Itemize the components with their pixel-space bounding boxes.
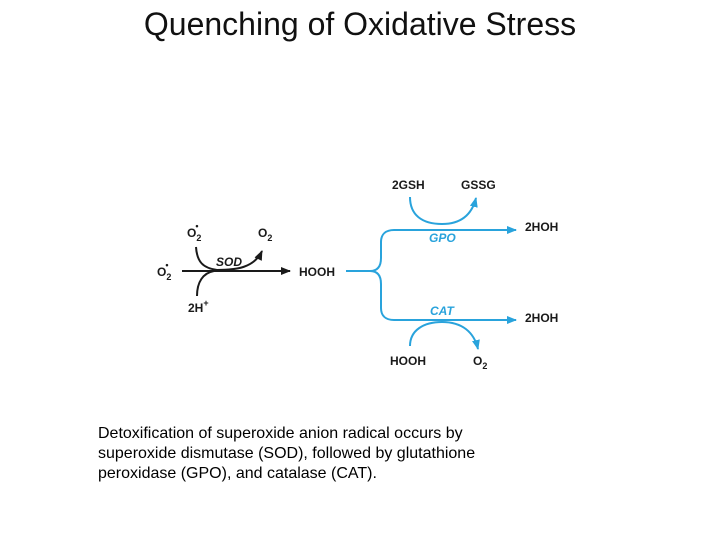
slide-title: Quenching of Oxidative Stress <box>143 6 577 42</box>
superoxide-left-label: O2• <box>157 260 171 282</box>
gpo-cofactor-curve <box>409 196 478 226</box>
hoh-cat-label: 2HOH <box>525 311 558 325</box>
gpo-enzyme-label: GPO <box>429 231 456 245</box>
two-h-label: 2H+ <box>188 298 209 315</box>
cat-enzyme-label: CAT <box>430 304 455 318</box>
o2-top-label: O2 <box>258 226 272 243</box>
cat-cofactor-curve <box>409 320 480 350</box>
hoh-gpo-label: 2HOH <box>525 220 558 234</box>
sod-enzyme-label: SOD <box>216 255 242 269</box>
superoxide-top-label: O2• <box>187 221 201 243</box>
hooh-center-label: HOOH <box>299 265 335 279</box>
hooh-bottom-label: HOOH <box>390 354 426 368</box>
proton-input-curve <box>196 270 215 297</box>
figure-caption: Detoxification of superoxide anion radic… <box>98 425 476 482</box>
gssg-label: GSSG <box>461 178 496 192</box>
gsh-label: 2GSH <box>392 178 425 192</box>
branch-bracket <box>346 229 395 321</box>
o2-bottom-label: O2 <box>473 354 487 371</box>
